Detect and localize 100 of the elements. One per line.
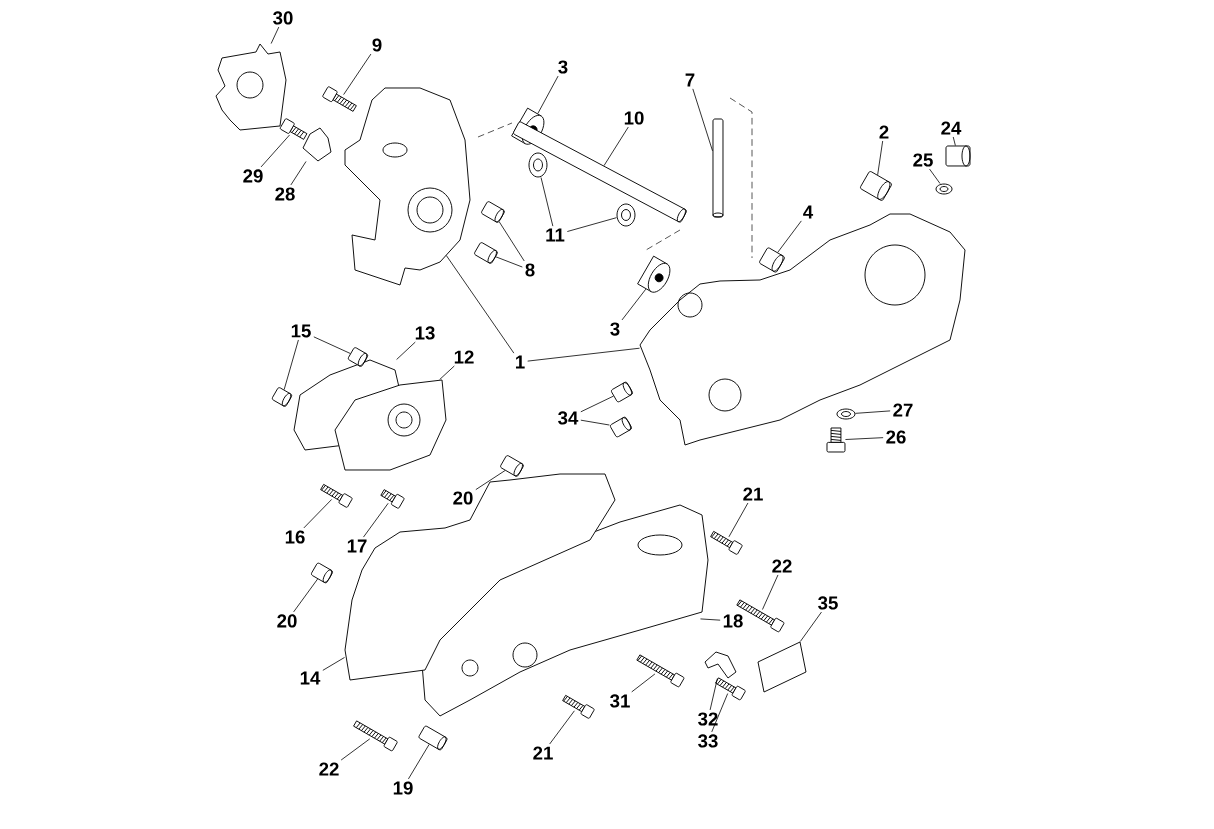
callout-number: 22: [772, 559, 792, 573]
callout-number: 34: [558, 411, 579, 425]
leader-line: [439, 365, 455, 380]
callout-number: 21: [533, 746, 553, 760]
callout-number: 22: [319, 762, 339, 776]
leader-line: [728, 502, 749, 538]
leader-line: [537, 75, 559, 114]
callout-number: 35: [818, 596, 838, 610]
callout-number: 3: [610, 322, 620, 336]
leader-line: [540, 177, 554, 227]
callout-number: 20: [453, 491, 473, 505]
callout-number: 19: [393, 781, 413, 795]
callout-number: 32: [698, 712, 718, 726]
leader-line: [363, 502, 389, 538]
dowel: [311, 562, 334, 584]
leader-line: [408, 744, 430, 780]
bolt: [826, 427, 846, 453]
dowel: [609, 416, 632, 438]
bolt: [353, 720, 398, 752]
callout-number: 28: [275, 187, 295, 201]
bolt: [636, 654, 685, 688]
bearing: [637, 255, 671, 293]
callout-number: 27: [893, 403, 913, 417]
washer: [616, 203, 636, 227]
callout-number: 18: [723, 614, 743, 628]
leader-line: [303, 499, 333, 529]
callout-number: 33: [698, 734, 718, 748]
callout-number: 13: [415, 326, 435, 340]
callout-number: 30: [273, 11, 293, 25]
leader-line: [580, 395, 614, 413]
leader-line: [621, 288, 647, 321]
callout-number: 12: [454, 350, 474, 364]
callout-number: 20: [277, 614, 297, 628]
filler-cap: [945, 145, 971, 167]
leader-line: [799, 611, 822, 642]
label-plate: [757, 641, 807, 693]
leader-line: [692, 88, 713, 152]
callout-number: 31: [610, 694, 630, 708]
leader-line: [777, 220, 802, 253]
callout-number: 26: [886, 430, 906, 444]
shaft: [712, 118, 724, 218]
leader-line: [343, 53, 372, 96]
leader-line: [293, 578, 318, 613]
callout-number: 24: [941, 121, 962, 135]
bolt: [715, 677, 746, 701]
dowel: [474, 242, 498, 264]
leader-line: [270, 26, 280, 44]
bolt: [279, 118, 308, 140]
leader-line: [711, 693, 729, 733]
leader-line: [709, 678, 718, 711]
leader-line: [527, 347, 640, 362]
callout-number: 14: [300, 671, 321, 685]
leader-line: [566, 217, 617, 232]
leader-line: [631, 673, 656, 693]
clamp: [302, 127, 332, 162]
leader-line: [340, 738, 371, 761]
callout-number: 4: [803, 205, 814, 219]
leader-line: [260, 134, 290, 168]
leader-line: [877, 140, 884, 176]
leader-line: [929, 168, 941, 184]
leader-line: [762, 574, 779, 610]
callout-number: 8: [525, 263, 535, 277]
leader-line: [580, 419, 610, 426]
cover: [334, 379, 447, 471]
dowel: [271, 387, 293, 407]
leader-line: [322, 657, 345, 671]
bolt: [710, 530, 743, 555]
dowel: [418, 725, 448, 751]
callout-number: 9: [372, 38, 382, 52]
callout-number: 21: [743, 487, 763, 501]
leader-line: [855, 410, 891, 414]
washer: [528, 152, 548, 178]
callout-number: 10: [624, 111, 644, 125]
callout-number: 7: [685, 73, 695, 87]
plate: [215, 43, 287, 131]
leader-line: [283, 339, 299, 390]
leader-line: [700, 618, 721, 621]
bolt: [562, 694, 595, 719]
callout-number: 16: [285, 530, 305, 544]
leader-line: [952, 136, 956, 146]
callout-number: 11: [546, 228, 565, 242]
leader-line: [549, 710, 575, 745]
dowel: [481, 201, 505, 223]
callout-number: 15: [291, 324, 311, 338]
leader-line: [603, 126, 629, 167]
dowel: [759, 247, 785, 273]
bolt: [320, 483, 353, 508]
bolt: [380, 489, 405, 509]
callout-number: 2: [879, 125, 889, 139]
leader-line: [290, 161, 307, 186]
leader-line: [475, 470, 506, 490]
callout-number: 17: [347, 539, 367, 553]
leader-line: [396, 341, 416, 360]
callout-number: 3: [558, 60, 568, 74]
callout-number: 1: [516, 355, 525, 369]
dowel: [347, 347, 369, 367]
gasket: [344, 473, 616, 681]
dowel: [500, 455, 524, 477]
washer: [935, 183, 953, 195]
leader-line: [498, 221, 525, 262]
